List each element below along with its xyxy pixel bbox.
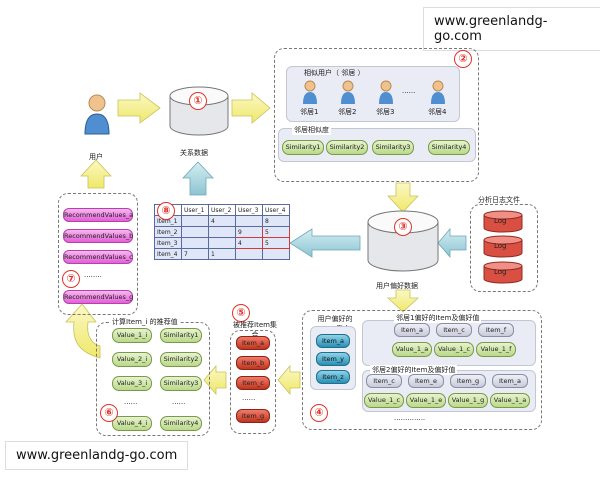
user-icon <box>82 94 112 136</box>
neighbor2-value-e: Value_1_e <box>406 393 446 408</box>
neighbor1-item-a: Item_a <box>394 323 430 337</box>
neighbors-ellipsis: ...... <box>402 87 416 95</box>
neighbor1-title: 邻居1偏好的Item及偏好值 <box>394 313 482 323</box>
similarity-3: Similarity3 <box>372 140 414 155</box>
neighbor2-item-g: Item_g <box>450 374 486 388</box>
neighbor-3-icon <box>379 80 393 104</box>
section4-ellipsis: .............. <box>394 414 426 422</box>
log-2-icon <box>483 235 523 258</box>
neighbor2-item-a: Item_a <box>492 374 528 388</box>
neighbor2-value-c: Value_1_c <box>364 393 404 408</box>
badge-1: ① <box>189 92 207 110</box>
neighbor1-item-c: Item_c <box>436 323 472 337</box>
calc-ellipsis-left: ...... <box>124 398 138 406</box>
neighbor-1-icon <box>303 80 317 104</box>
similarity-2: Similarity2 <box>326 140 368 155</box>
preference-section <box>302 310 542 430</box>
similarity-1: Similarity1 <box>282 140 324 155</box>
arrow-pref-to-section4 <box>386 289 420 313</box>
user-pref-item-y: Item_y <box>316 352 350 366</box>
similarity-4: Similarity4 <box>428 140 470 155</box>
similar-users-section <box>274 48 479 182</box>
similarity-title: 邻居相似度 <box>292 125 331 135</box>
arrow-calc-to-recommend <box>65 303 101 359</box>
recommend-value-c: RecommendValues_c <box>63 250 133 264</box>
recommended-item-g: Item_g <box>236 409 270 423</box>
arrow-user-to-relation <box>117 92 161 124</box>
preference-database-label: 用户偏好数据 <box>376 282 418 290</box>
recommend-ellipsis: ........ <box>84 271 102 279</box>
neighbors-panel <box>286 66 460 122</box>
similar-users-title: 相似用户（ 邻居 ） <box>304 69 365 77</box>
arrow-pref-to-matrix <box>289 228 361 258</box>
watermark-bottom: www.greenlandg-go.com <box>6 442 188 469</box>
user-pref-item-a: Item_a <box>316 334 350 348</box>
neighbor1-item-f: Item_f <box>478 323 514 337</box>
log-icons <box>480 210 526 288</box>
recommend-value-b: RecommendValues_b <box>63 229 133 243</box>
neighbor-2-icon <box>341 80 355 104</box>
neighbor-4-icon <box>431 80 445 104</box>
relation-database-label: 关系数据 <box>180 149 208 157</box>
recommended-section <box>230 330 276 434</box>
neighbor2-item-c: Item_c <box>366 374 402 388</box>
log-label-1: Log <box>494 217 507 225</box>
neighbor-icons <box>300 80 450 104</box>
arrow-section4-to-5 <box>277 364 301 396</box>
recommended-title: 被推荐Item集合 <box>233 321 277 339</box>
arrow-matrix-to-relation <box>182 161 214 196</box>
neighbor2-title: 邻居2偏好的Item及偏好值 <box>370 365 458 375</box>
user-pref-item-z: Item_z <box>316 370 350 384</box>
log-label-2: Log <box>494 242 507 250</box>
calc-value-4: Value_4_i <box>112 416 152 431</box>
calc-similarity-2: Similarity2 <box>160 352 202 367</box>
calc-value-1: Value_1_i <box>112 328 152 343</box>
recommended-item-b: Item_b <box>236 356 270 370</box>
recommend-value-a: RecommendValues_a <box>63 208 133 222</box>
badge-3: ③ <box>394 218 412 236</box>
log-1-icon <box>483 210 523 233</box>
neighbor1-value-f: Value_1_f <box>476 342 516 357</box>
neighbor1-value-c: Value_1_c <box>434 342 474 357</box>
neighbor-label-3: 邻居3 <box>376 108 395 116</box>
watermark-top: www.greenlandg-go.com <box>424 8 600 50</box>
recommended-ellipsis: ...... <box>242 394 256 402</box>
log-section <box>470 204 538 292</box>
neighbor2-value-a: Value_1_a <box>490 393 530 408</box>
arrow-log-to-pref <box>437 227 467 259</box>
log-title: 分析日志文件 <box>478 196 520 204</box>
recommended-item-c: Item_c <box>236 376 270 390</box>
calc-similarity-1: Similarity1 <box>160 328 202 343</box>
calc-title: 计算Item_i 的推荐值 <box>110 317 180 327</box>
badge-8: ⑧ <box>157 202 175 220</box>
calc-value-2: Value_2_i <box>112 352 152 367</box>
neighbor-label-4: 邻居4 <box>428 108 447 116</box>
badge-2: ② <box>454 50 472 68</box>
recommend-values-section <box>58 193 138 315</box>
neighbor2-value-g: Value_1_g <box>448 393 488 408</box>
calc-ellipsis-right: ...... <box>172 398 186 406</box>
calc-value-3: Value_3_i <box>112 376 152 391</box>
neighbor2-item-e: Item_e <box>408 374 444 388</box>
calc-similarity-3: Similarity3 <box>160 376 202 391</box>
arrow-section5-to-6 <box>203 364 227 396</box>
arrow-similar-to-pref <box>387 182 419 213</box>
arrow-relation-to-similar <box>231 92 271 124</box>
calc-similarity-4: Similarity4 <box>160 416 202 431</box>
neighbor-label-1: 邻居1 <box>300 108 319 116</box>
recommended-item-a: Item_a <box>236 336 270 350</box>
arrow-recommend-to-user <box>80 159 112 189</box>
log-3-icon <box>483 261 523 284</box>
badge-7: ⑦ <box>62 270 80 288</box>
log-label-3: Log <box>494 268 507 276</box>
recommend-value-g: RecommendValues_g <box>63 290 133 304</box>
badge-6: ⑥ <box>100 404 118 422</box>
badge-4: ④ <box>310 404 328 422</box>
neighbor-label-2: 邻居2 <box>338 108 357 116</box>
badge-5: ⑤ <box>232 304 250 322</box>
neighbor1-value-a: Value_1_a <box>392 342 432 357</box>
user-label: 用户 <box>89 153 103 161</box>
